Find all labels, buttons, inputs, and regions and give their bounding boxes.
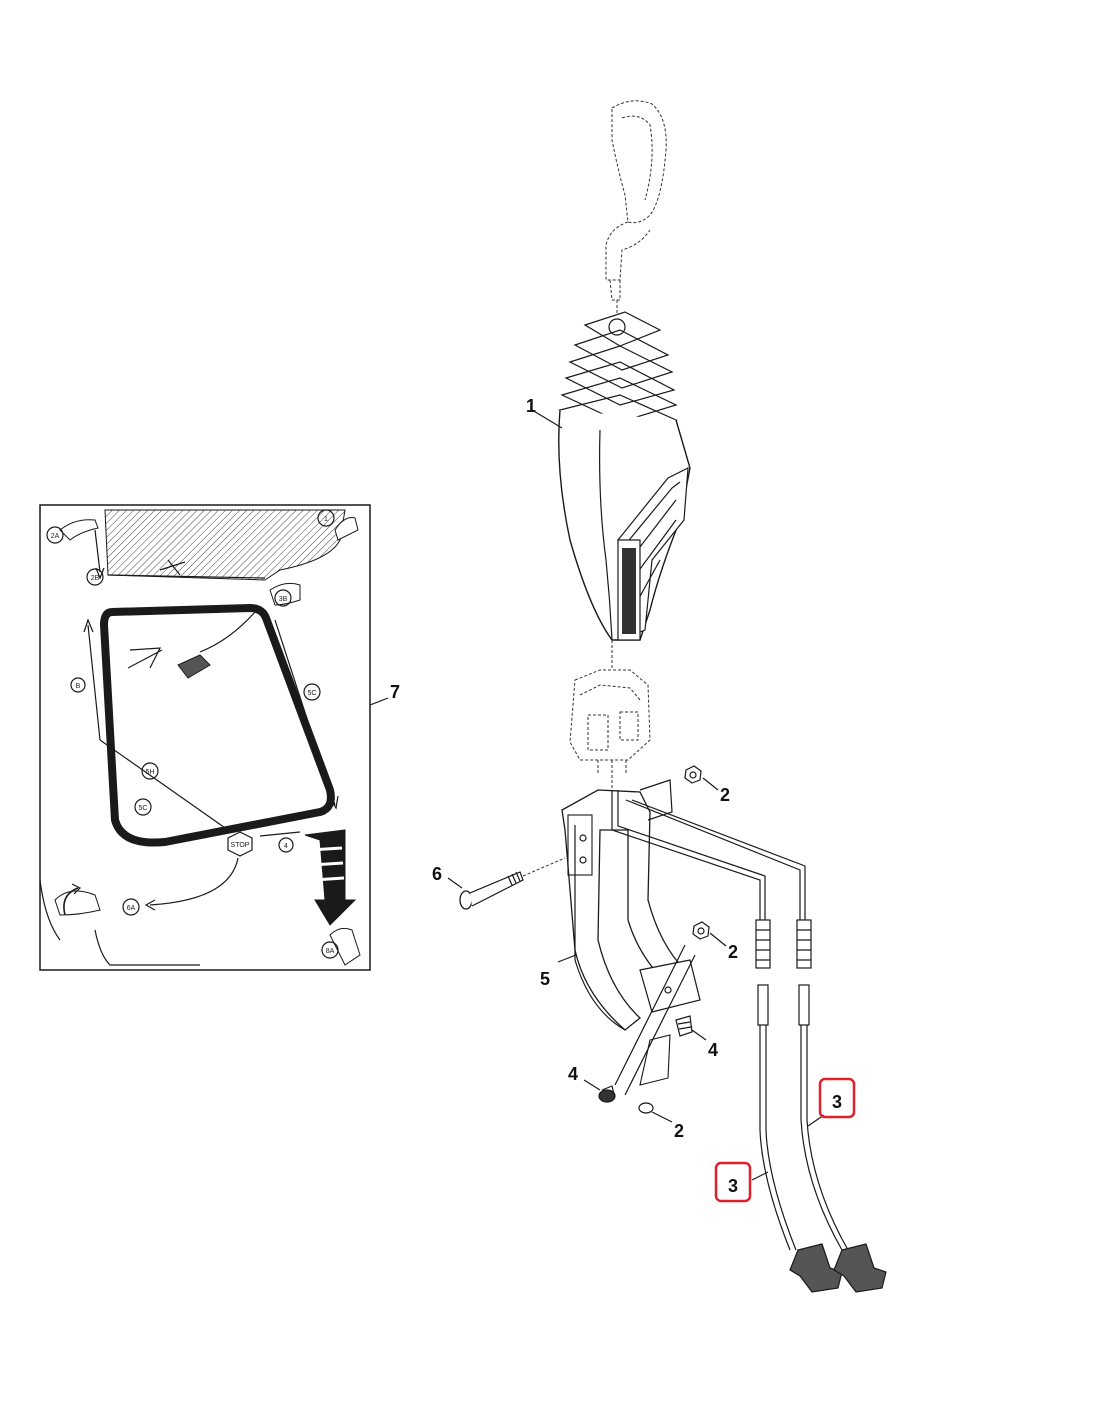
inset-step-5c: 5C <box>308 690 317 697</box>
callout-3-upper: 3 <box>832 1092 842 1112</box>
callout-4-right: 4 <box>708 1040 718 1060</box>
callout-5: 5 <box>540 969 550 989</box>
callout-4-left: 4 <box>568 1064 578 1084</box>
highlight-box-3-lower <box>714 1161 752 1203</box>
instruction-inset-panel: 2A 2B 1 3B B 5C 5H 5C 4 6A 8A STOP <box>39 504 371 971</box>
inset-step-1: 1 <box>324 516 328 523</box>
pilot-valve-block <box>569 669 651 790</box>
callout-2-top: 2 <box>720 785 730 805</box>
inset-step-5h: 5H <box>146 769 155 776</box>
inset-step-8a: 8A <box>326 948 335 955</box>
callout-1: 1 <box>526 396 536 416</box>
callout-6: 6 <box>432 864 442 884</box>
inset-step-6a: 6A <box>127 905 136 912</box>
screw-left <box>598 1085 616 1103</box>
joystick-handle <box>605 100 667 301</box>
inset-step-5c-lower: 5C <box>139 805 148 812</box>
hydraulic-hoses <box>611 790 887 1293</box>
carriage-bolt <box>459 857 566 910</box>
highlight-box-3-upper <box>818 1077 856 1119</box>
inset-step-2b: 2B <box>91 575 100 582</box>
nut-bottom <box>638 1102 654 1114</box>
inset-step-3b: 3B <box>279 596 288 603</box>
callout-3-lower: 3 <box>728 1176 738 1196</box>
inset-step-b: B <box>76 683 81 690</box>
inset-step-2a: 2A <box>51 533 60 540</box>
callout-2-bottom: 2 <box>674 1121 684 1141</box>
callout-2-middle: 2 <box>728 942 738 962</box>
nut-top <box>684 765 702 784</box>
mounting-bracket <box>561 779 701 1096</box>
boot-cover <box>558 311 691 641</box>
callout-7: 7 <box>390 682 400 702</box>
inset-stop-label: STOP <box>231 842 250 849</box>
inset-step-4: 4 <box>284 843 288 850</box>
screw-right <box>675 1015 693 1037</box>
nut-middle <box>692 921 710 940</box>
